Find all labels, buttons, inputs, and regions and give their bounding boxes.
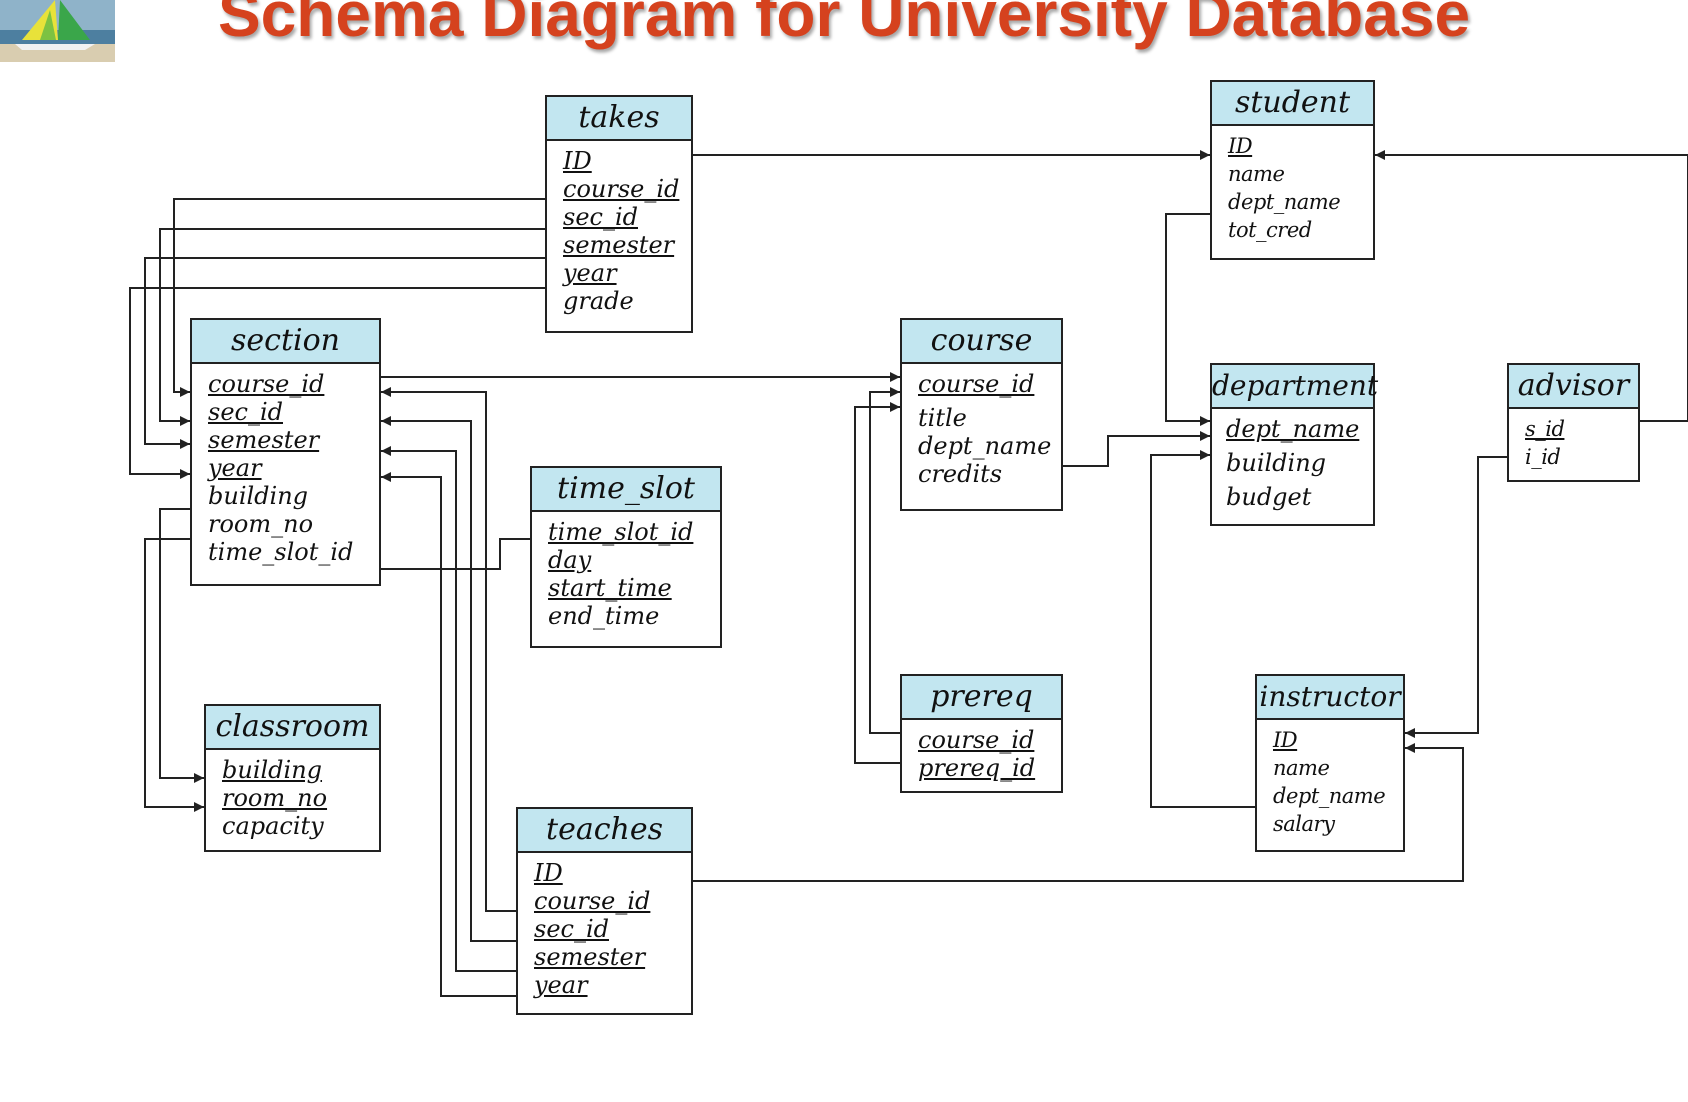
table-classroom-name: classroom: [206, 706, 379, 750]
attr-section-year: year: [208, 454, 262, 482]
attr-course-dept-name: dept_name: [918, 432, 1052, 460]
line-prereq-course-id: [869, 387, 900, 734]
line-takes-section-course-id: [173, 198, 545, 397]
line-student-department: [1165, 213, 1210, 426]
attr-instructor-id: ID: [1273, 728, 1298, 752]
table-classroom: classroom building room_no capacity: [204, 704, 381, 852]
attr-teaches-semester: semester: [534, 943, 646, 971]
line-teaches-section-year: [381, 472, 516, 997]
line-section-classroom-building: [159, 508, 204, 783]
attr-time-slot-end-time: end_time: [548, 602, 660, 630]
attr-time-slot-day: day: [548, 546, 592, 574]
table-prereq: prereq course_id prereq_id: [900, 674, 1063, 793]
attr-section-time-slot-id: time_slot_id: [208, 538, 354, 566]
table-takes-name: takes: [547, 97, 691, 141]
attr-takes-year: year: [563, 259, 617, 287]
line-section-classroom-room-no: [144, 538, 204, 812]
table-prereq-name: prereq: [902, 676, 1061, 720]
table-instructor: instructor ID name dept_name salary: [1255, 674, 1405, 852]
attr-student-dept-name: dept_name: [1228, 190, 1341, 214]
attr-teaches-year: year: [534, 971, 588, 999]
table-section: section course_id sec_id semester year b…: [190, 318, 381, 586]
line-takes-section-semester: [144, 257, 545, 449]
attr-instructor-salary: salary: [1273, 812, 1335, 836]
attr-department-building: building: [1226, 449, 1327, 477]
table-advisor-name: advisor: [1509, 365, 1638, 409]
attr-takes-semester: semester: [563, 231, 675, 259]
table-time-slot: time_slot time_slot_id day start_time en…: [530, 466, 722, 648]
table-student-name: student: [1212, 82, 1373, 126]
line-advisor-student: [1375, 150, 1688, 422]
attr-teaches-id: ID: [534, 859, 563, 887]
table-teaches: teaches ID course_id sec_id semester yea…: [516, 807, 693, 1015]
attr-takes-id: ID: [563, 147, 592, 175]
attr-instructor-dept-name: dept_name: [1273, 784, 1386, 808]
attr-classroom-room-no: room_no: [222, 784, 328, 812]
attr-section-semester: semester: [208, 426, 320, 454]
table-student: student ID name dept_name tot_cred: [1210, 80, 1375, 260]
attr-takes-sec-id: sec_id: [563, 203, 638, 231]
table-department: department dept_name building budget: [1210, 363, 1378, 526]
attr-takes-course-id: course_id: [563, 175, 680, 203]
attr-time-slot-time-slot-id: time_slot_id: [548, 518, 694, 546]
table-instructor-name: instructor: [1257, 676, 1403, 720]
attr-department-dept-name: dept_name: [1226, 415, 1360, 443]
line-prereq-prereq-id: [854, 402, 900, 764]
attr-section-building: building: [208, 482, 309, 510]
table-teaches-name: teaches: [518, 809, 691, 853]
attr-advisor-s-id: s_id: [1525, 417, 1565, 441]
table-course-name: course: [902, 320, 1061, 364]
line-teaches-section-semester: [381, 446, 516, 972]
page-title: Schema Diagram for University Database: [217, 0, 1471, 50]
attr-student-name: name: [1228, 162, 1285, 186]
line-teaches-section-course-id: [381, 387, 516, 912]
attr-department-budget: budget: [1226, 483, 1312, 511]
attr-teaches-sec-id: sec_id: [534, 915, 609, 943]
attr-time-slot-start-time: start_time: [548, 574, 672, 602]
attr-classroom-building: building: [222, 756, 323, 784]
line-instructor-department: [1150, 450, 1255, 808]
attr-student-id: ID: [1228, 134, 1253, 158]
line-advisor-instructor: [1405, 456, 1507, 738]
attr-section-sec-id: sec_id: [208, 398, 283, 426]
attr-course-course-id: course_id: [918, 370, 1035, 398]
attr-advisor-i-id: i_id: [1525, 445, 1561, 469]
attr-teaches-course-id: course_id: [534, 887, 651, 915]
table-takes: takes ID course_id sec_id semester year …: [545, 95, 693, 333]
attr-course-title: title: [918, 404, 967, 432]
table-department-name: department: [1212, 365, 1378, 409]
attr-student-tot-cred: tot_cred: [1228, 218, 1312, 242]
attr-section-room-no: room_no: [208, 510, 314, 538]
line-course-department: [1063, 431, 1210, 467]
table-section-name: section: [192, 320, 379, 364]
table-course: course course_id title dept_name credits: [900, 318, 1063, 511]
line-teaches-instructor: [693, 743, 1464, 882]
line-teaches-section-sec-id: [381, 416, 516, 942]
attr-takes-grade: grade: [563, 287, 634, 315]
attr-course-credits: credits: [918, 460, 1003, 488]
attr-prereq-prereq-id: prereq_id: [918, 754, 1036, 782]
logo-image: [0, 0, 115, 62]
line-takes-section-sec-id: [159, 228, 545, 426]
line-takes-section-year: [129, 287, 545, 479]
attr-classroom-capacity: capacity: [222, 812, 324, 840]
table-advisor: advisor s_id i_id: [1507, 363, 1640, 482]
attr-section-course-id: course_id: [208, 370, 325, 398]
attr-instructor-name: name: [1273, 756, 1330, 780]
table-time-slot-name: time_slot: [532, 468, 720, 512]
attr-prereq-course-id: course_id: [918, 726, 1035, 754]
